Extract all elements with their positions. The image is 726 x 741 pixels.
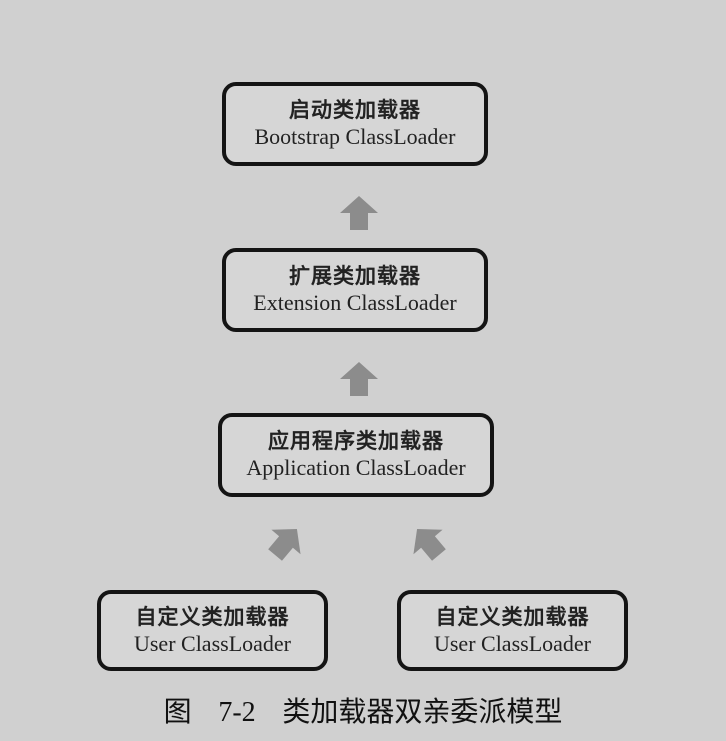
node-label-cn: 自定义类加载器: [135, 604, 290, 629]
bootstrap-classloader-node: 启动类加载器 Bootstrap ClassLoader: [222, 82, 488, 166]
arrow-up-icon: [340, 196, 378, 230]
node-label-en: Bootstrap ClassLoader: [254, 124, 456, 150]
node-label-en: User ClassLoader: [433, 630, 591, 656]
user-classloader-node-right: 自定义类加载器 User ClassLoader: [397, 590, 628, 671]
node-label-cn: 扩展类加载器: [289, 264, 421, 289]
extension-classloader-node: 扩展类加载器 Extension ClassLoader: [222, 248, 488, 332]
arrow-up-left-icon: [413, 528, 446, 561]
node-label-en: Application ClassLoader: [246, 455, 466, 481]
caption-title: 类加载器双亲委派模型: [282, 695, 563, 728]
caption-number: 7-2: [218, 697, 256, 728]
node-label-en: User ClassLoader: [133, 630, 291, 656]
user-classloader-node-left: 自定义类加载器 User ClassLoader: [97, 590, 328, 671]
node-label-cn: 启动类加载器: [289, 98, 421, 123]
arrow-up-right-icon: [268, 528, 301, 561]
caption-prefix: 图: [163, 695, 192, 728]
node-label-cn: 应用程序类加载器: [268, 429, 444, 454]
application-classloader-node: 应用程序类加载器 Application ClassLoader: [218, 413, 494, 497]
node-label-cn: 自定义类加载器: [435, 604, 590, 629]
node-label-en: Extension ClassLoader: [253, 290, 457, 316]
figure-caption: 图 7-2 类加载器双亲委派模型: [0, 690, 726, 730]
arrow-up-icon: [340, 362, 378, 396]
